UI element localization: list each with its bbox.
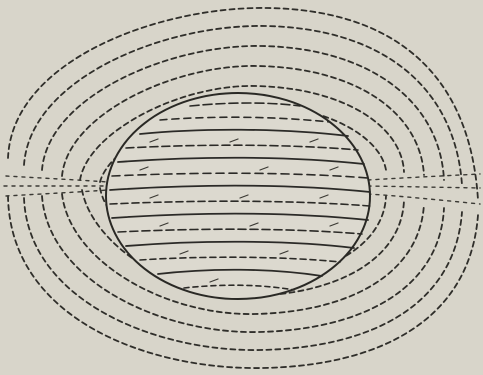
sphere-outline: [106, 93, 370, 299]
